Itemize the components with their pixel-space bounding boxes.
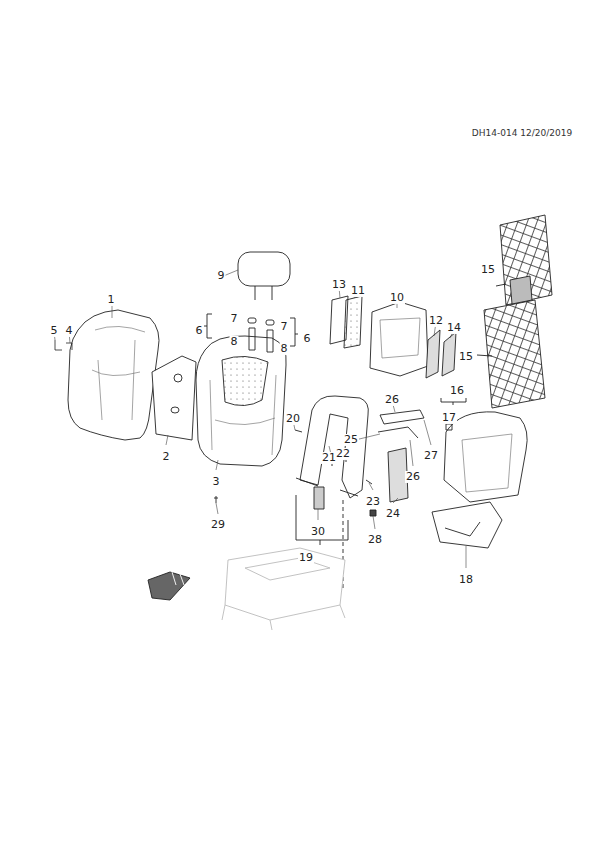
callout-number: 26 — [405, 471, 421, 483]
callout-number: 11 — [350, 285, 366, 297]
callout-number: 7 — [280, 321, 289, 333]
callout-number: 25 — [343, 434, 359, 446]
callout-number: 1 — [107, 294, 116, 306]
callout-number: 24 — [385, 508, 401, 520]
callout-number: 23 — [365, 496, 381, 508]
callout-number: 15 — [458, 351, 474, 363]
callout-number: 14 — [446, 322, 462, 334]
callout-number: 16 — [449, 385, 465, 397]
callout-number: 6 — [303, 333, 312, 345]
callout-number: 28 — [367, 534, 383, 546]
callout-number: 18 — [458, 574, 474, 586]
callout-number: 12 — [428, 315, 444, 327]
callout-number: 26 — [384, 394, 400, 406]
callout-number: 10 — [389, 292, 405, 304]
callout-number: 8 — [280, 343, 289, 355]
callout-number: 29 — [210, 519, 226, 531]
callout-number: 3 — [212, 476, 221, 488]
callout-number: 27 — [423, 450, 439, 462]
callout-number: 7 — [230, 313, 239, 325]
callout-number: 17 — [441, 412, 457, 424]
callout-number: 9 — [217, 270, 226, 282]
callout-number: 19 — [298, 552, 314, 564]
callout-number: 15 — [480, 264, 496, 276]
callout-number: 22 — [335, 448, 351, 460]
callout-number: 20 — [285, 413, 301, 425]
drawing-id: DH14-014 12/20/2019 — [471, 129, 573, 139]
callout-number: 30 — [310, 526, 326, 538]
callout-number: 5 — [50, 325, 59, 337]
callout-number: 8 — [230, 336, 239, 348]
callout-number: 6 — [195, 325, 204, 337]
callout-number: 2 — [162, 451, 171, 463]
callout-number: 13 — [331, 279, 347, 291]
callout-number: 4 — [65, 325, 74, 337]
